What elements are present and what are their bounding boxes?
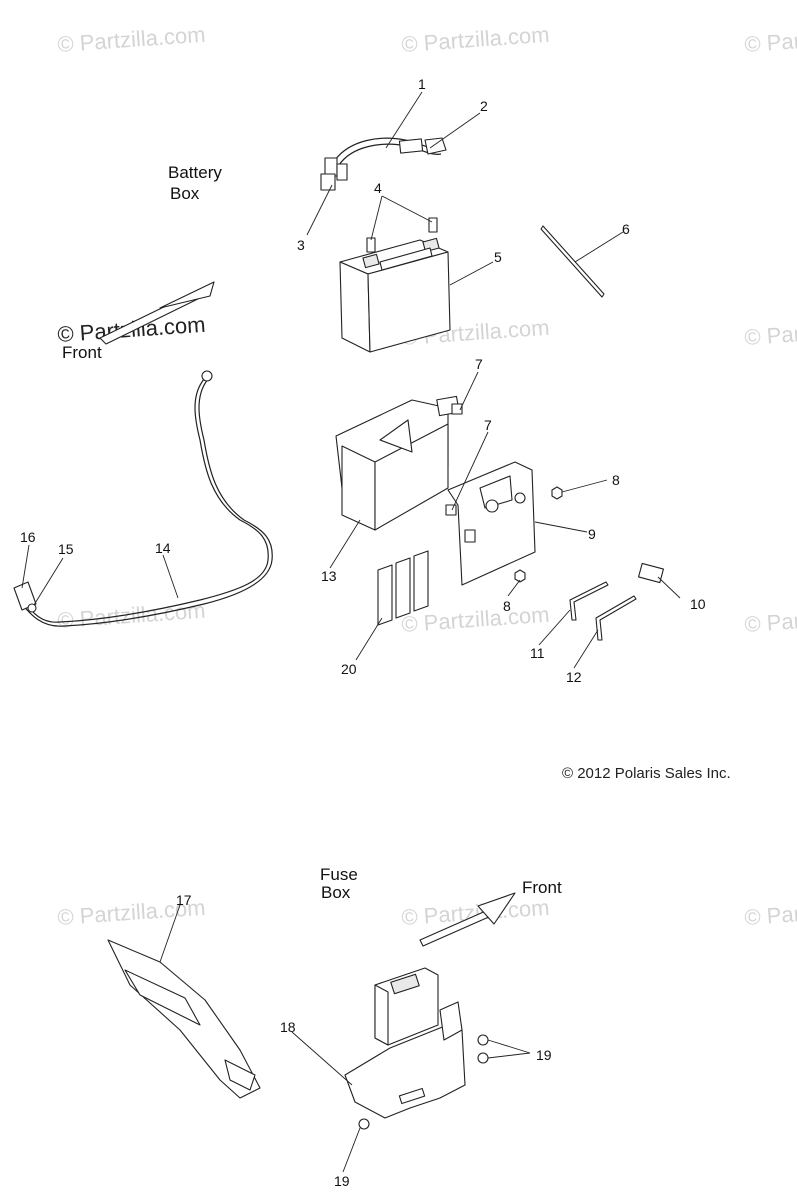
callout-17: 17 (176, 892, 192, 908)
callout-19a: 19 (536, 1047, 552, 1063)
front-label-top: Front (62, 343, 102, 362)
callout-1: 1 (418, 76, 426, 92)
callout-8b: 8 (503, 598, 511, 614)
area-labels: Battery Box Front Fuse Box Front © 2012 … (62, 163, 731, 902)
battery-box-fasteners (445, 403, 563, 583)
strap (540, 225, 605, 298)
copyright-notice: © 2012 Polaris Sales Inc. (562, 765, 731, 782)
watermark: © Partzilla.com (744, 22, 797, 57)
watermark: © Partzilla.com (744, 602, 797, 637)
watermark: © Partzilla.com (401, 895, 551, 930)
ground-cable (13, 370, 273, 627)
fuse-box-label-line2: Box (321, 883, 351, 902)
callout-2: 2 (480, 98, 488, 114)
watermark: © Partzilla.com (744, 315, 797, 350)
callout-18: 18 (280, 1019, 296, 1035)
small-parts (569, 562, 664, 641)
callout-9: 9 (588, 526, 596, 542)
callout-4: 4 (374, 180, 382, 196)
callout-11: 11 (530, 645, 545, 661)
front-label-bottom: Front (522, 878, 562, 897)
callout-16: 16 (20, 529, 36, 545)
watermarks: © Partzilla.com © Partzilla.com © Partzi… (57, 22, 797, 930)
watermark: © Partzilla.com (401, 22, 551, 57)
battery-harness (320, 137, 447, 191)
callout-3: 3 (297, 237, 305, 253)
callout-5: 5 (494, 249, 502, 265)
callout-6: 6 (622, 221, 630, 237)
callout-14: 14 (155, 540, 171, 556)
callout-13: 13 (321, 568, 337, 584)
watermark: © Partzilla.com (57, 22, 207, 57)
battery-box-label-line2: Box (170, 184, 200, 203)
fuse-box-label: Fuse (320, 865, 358, 884)
fuse-box (344, 967, 489, 1130)
callout-8a: 8 (612, 472, 620, 488)
front-arrow-bottom (419, 892, 516, 947)
fuse-box-cover (107, 939, 261, 1099)
battery-screws (366, 217, 438, 253)
callout-15: 15 (58, 541, 74, 557)
battery-box-label: Battery (168, 163, 222, 182)
battery-box (335, 395, 536, 586)
callout-12: 12 (566, 669, 582, 685)
callout-20: 20 (341, 661, 357, 677)
callout-19b: 19 (334, 1173, 350, 1189)
watermark: © Partzilla.com (744, 895, 797, 930)
callout-10: 10 (690, 596, 706, 612)
callout-7a: 7 (475, 356, 483, 372)
front-arrow-top (99, 281, 215, 345)
foam-pads (377, 550, 429, 626)
battery (339, 237, 451, 353)
callout-7b: 7 (484, 417, 492, 433)
leader-lines (21, 91, 681, 1173)
callouts: 1 2 3 4 5 6 7 7 8 8 9 10 11 12 13 14 15 … (20, 76, 706, 1189)
watermark: © Partzilla.com (57, 598, 207, 633)
